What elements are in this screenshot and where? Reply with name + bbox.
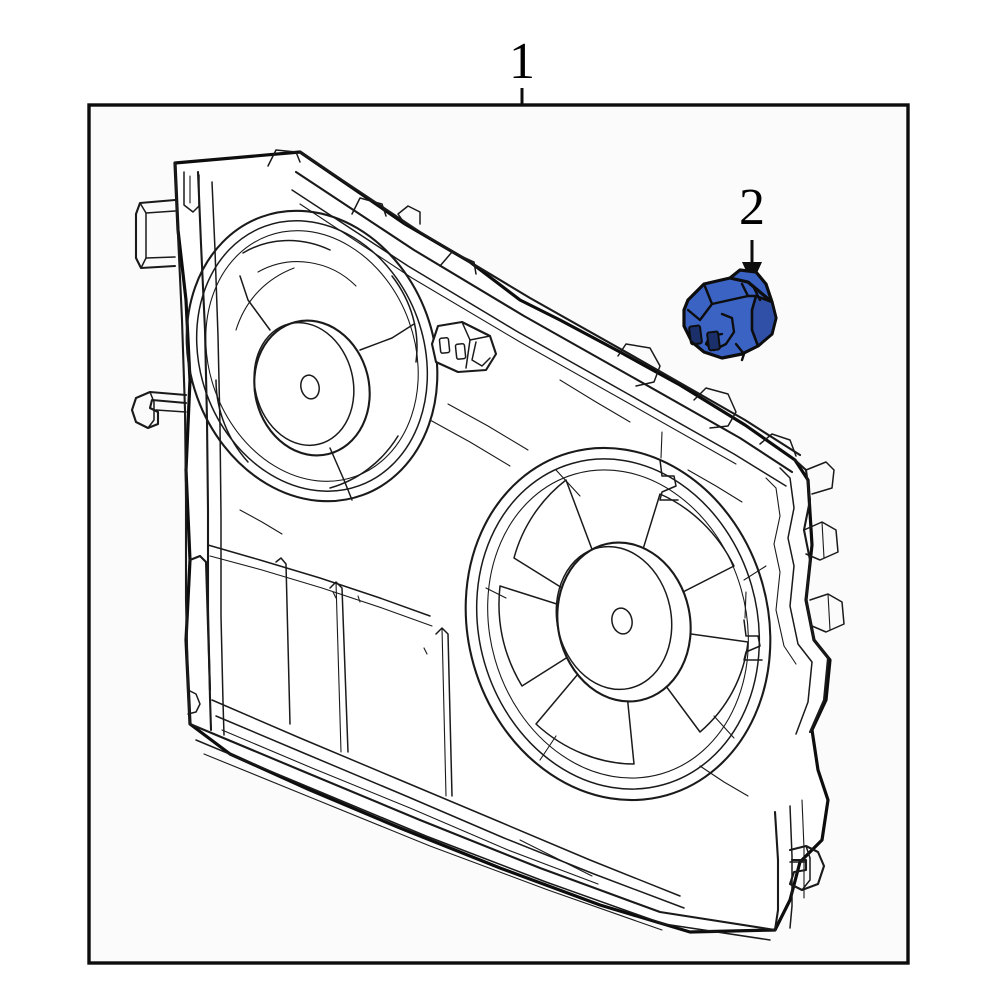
shroud-mounted-connector — [430, 320, 498, 374]
detail-tick-2 — [423, 647, 428, 655]
wire-clip-lower — [743, 619, 763, 661]
callout-1-group[interactable]: 1 — [509, 33, 535, 105]
callout-1-label: 1 — [509, 33, 535, 90]
fan-shroud-assembly[interactable] — [130, 149, 845, 941]
callout-2-group[interactable]: 2 — [739, 179, 765, 284]
connector-cavity-1 — [688, 324, 703, 346]
detail-tick-3 — [357, 595, 361, 603]
wire-clip-upper — [659, 459, 679, 501]
fan-small — [185, 209, 439, 503]
connector-cavity-2 — [706, 330, 721, 352]
fan-large — [464, 446, 772, 802]
fan-connector-highlighted[interactable] — [682, 268, 778, 362]
callout-2-label: 2 — [739, 179, 765, 236]
detail-tick-1 — [332, 591, 337, 599]
